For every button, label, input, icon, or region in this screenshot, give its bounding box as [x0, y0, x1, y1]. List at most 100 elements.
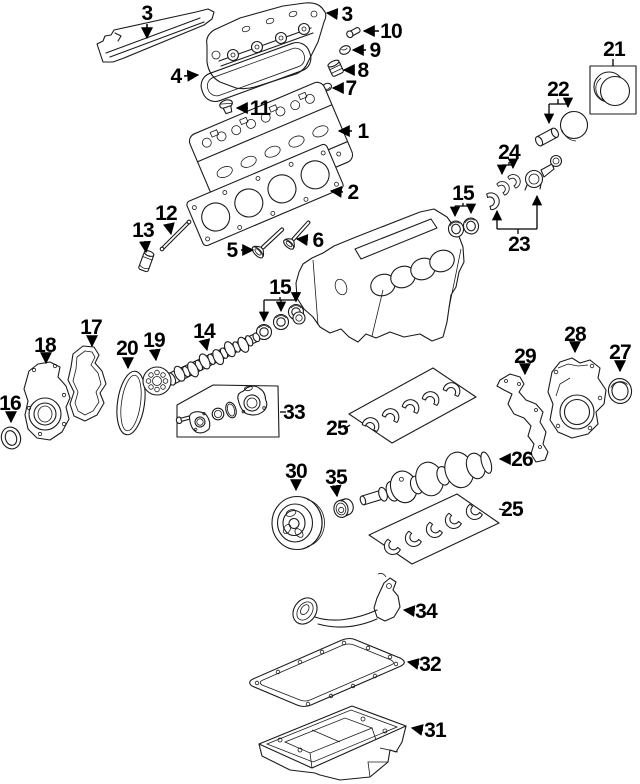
- part-valve-stem-seals: [447, 217, 480, 238]
- svg-text:13: 13: [132, 219, 154, 242]
- callout-18: 18: [34, 334, 58, 365]
- part-front-crank-seal: [0, 426, 22, 450]
- callout-26: 26: [498, 448, 534, 471]
- callout-34: 34: [402, 600, 439, 623]
- svg-text:3: 3: [142, 2, 153, 25]
- svg-text:15: 15: [269, 276, 292, 299]
- callout-27: 27: [609, 341, 632, 373]
- part-valve-lifter: [138, 250, 155, 273]
- callout-24: 24: [496, 141, 522, 176]
- part-valve-6: [283, 220, 311, 250]
- part-main-bearings-upper: [348, 367, 477, 444]
- svg-text:19: 19: [143, 329, 165, 352]
- svg-text:34: 34: [415, 600, 438, 623]
- svg-text:23: 23: [508, 233, 530, 256]
- callout-35: 35: [325, 466, 349, 498]
- callout-1: 1: [337, 120, 370, 143]
- callout-15-camshaft-seals: 15: [258, 276, 302, 323]
- callout-22: 22: [543, 78, 574, 125]
- callout-14: 14: [193, 320, 217, 352]
- svg-text:33: 33: [283, 401, 305, 424]
- part-rear-main-seal: [607, 377, 633, 405]
- svg-text:32: 32: [419, 653, 441, 676]
- callout-17: 17: [80, 316, 103, 348]
- callout-16: 16: [0, 392, 22, 424]
- svg-text:12: 12: [155, 202, 177, 225]
- part-camshaft: [165, 332, 261, 386]
- svg-text:7: 7: [346, 77, 357, 100]
- callout-9: 9: [351, 39, 381, 62]
- part-oil-pan: [258, 705, 407, 781]
- part-bolt-10: [346, 26, 361, 39]
- part-piston-ring-set: [589, 65, 637, 115]
- svg-text:27: 27: [609, 341, 631, 364]
- part-rear-cover: [547, 357, 607, 439]
- callout-19: 19: [143, 329, 166, 362]
- svg-text:29: 29: [514, 345, 536, 368]
- part-front-cover-gasket: [67, 345, 107, 422]
- callout-3-valve-cover-right: 3: [325, 3, 353, 26]
- svg-text:20: 20: [116, 337, 138, 360]
- svg-text:22: 22: [547, 78, 569, 101]
- svg-text:4: 4: [171, 65, 183, 88]
- part-rod-bearings-24: [496, 171, 524, 196]
- svg-text:11: 11: [250, 97, 272, 120]
- part-rear-cover-gasket: [496, 373, 549, 463]
- part-valve-cover-right: [206, 2, 327, 90]
- part-camshaft-retainer: [142, 366, 172, 396]
- svg-text:35: 35: [325, 466, 348, 489]
- part-head-gasket: [186, 143, 344, 247]
- part-main-bearings-lower: [368, 493, 500, 565]
- svg-text:9: 9: [370, 39, 381, 62]
- svg-text:31: 31: [424, 719, 447, 742]
- callout-32: 32: [406, 653, 442, 676]
- callout-20: 20: [116, 337, 139, 370]
- part-engine-block: [292, 208, 465, 343]
- callout-23: 23: [491, 194, 543, 256]
- svg-text:25: 25: [326, 417, 349, 440]
- svg-text:16: 16: [0, 392, 21, 415]
- part-piston-and-pin: [534, 110, 589, 147]
- part-cap-8: [327, 59, 344, 77]
- svg-text:10: 10: [380, 20, 402, 43]
- part-timing-chain: [116, 370, 146, 436]
- callout-31: 31: [410, 719, 448, 742]
- svg-text:30: 30: [285, 460, 307, 483]
- svg-text:15: 15: [452, 182, 475, 205]
- svg-text:25: 25: [501, 498, 524, 521]
- part-valve-5: [251, 227, 285, 259]
- svg-text:2: 2: [348, 181, 359, 204]
- part-bolt-11: [219, 99, 233, 115]
- callout-2: 2: [329, 181, 359, 204]
- svg-text:6: 6: [313, 229, 324, 252]
- callout-13: 13: [132, 219, 155, 254]
- part-valve-cover-gasket: [200, 41, 312, 103]
- callout-7: 7: [331, 77, 357, 100]
- part-valve-cover-left: [96, 8, 215, 63]
- svg-text:28: 28: [564, 323, 587, 346]
- svg-text:5: 5: [227, 239, 239, 262]
- part-crankshaft: [359, 451, 493, 506]
- part-crankshaft-balancer: [271, 495, 325, 551]
- svg-text:8: 8: [358, 59, 370, 82]
- part-rod-bearing-23: [486, 190, 502, 211]
- svg-text:3: 3: [342, 3, 353, 26]
- callout-12: 12: [155, 202, 178, 236]
- callout-33: 33: [280, 401, 306, 424]
- svg-text:18: 18: [34, 334, 57, 357]
- part-connecting-rod: [524, 154, 563, 191]
- callout-29: 29: [514, 345, 537, 376]
- part-front-cover: [23, 361, 71, 441]
- svg-text:17: 17: [80, 316, 102, 339]
- callout-28: 28: [564, 323, 588, 354]
- callout-15-valve-stem-seals: 15: [449, 182, 477, 218]
- callout-8: 8: [342, 59, 370, 82]
- callout-21: 21: [603, 38, 627, 66]
- part-oil-pump-kit: [175, 384, 280, 438]
- part-oil-pan-gasket: [249, 637, 405, 708]
- part-grommet-9: [339, 45, 351, 55]
- callout-4: 4: [171, 65, 200, 88]
- callout-25-upper: 25: [326, 417, 351, 440]
